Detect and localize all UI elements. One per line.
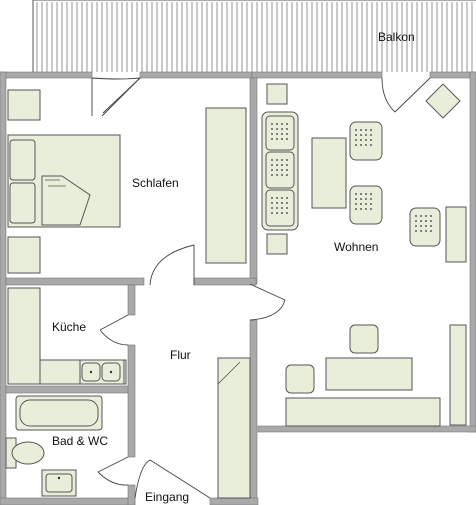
- nightstand-top: [7, 89, 41, 121]
- chair: [349, 324, 379, 354]
- doors: [91, 77, 431, 499]
- kitchen-furniture: [7, 287, 127, 385]
- desk-chair: [285, 364, 315, 394]
- armchair-1: [349, 121, 383, 161]
- label-schlafen: Schlafen: [132, 176, 179, 190]
- label-eingang: Eingang: [145, 490, 190, 504]
- desk: [325, 357, 413, 391]
- walls: [0, 71, 476, 505]
- bedroom-furniture: [7, 89, 247, 274]
- label-balkon: Balkon: [378, 30, 415, 44]
- toilet-bowl: [11, 441, 45, 465]
- label-kueche: Küche: [52, 320, 87, 334]
- bathroom-furniture: [5, 395, 103, 497]
- nightstand-bottom: [7, 236, 41, 274]
- wardrobe: [205, 107, 247, 264]
- label-bad-wc: Bad & WC: [52, 434, 109, 448]
- balcony-railing: [32, 0, 476, 72]
- armchair-3: [409, 207, 441, 247]
- hall-furniture: [217, 357, 251, 499]
- coffee-table: [311, 137, 347, 209]
- label-wohnen: Wohnen: [334, 240, 379, 254]
- label-flur: Flur: [170, 348, 191, 362]
- living-furniture: [261, 83, 467, 427]
- counter: [7, 287, 41, 385]
- plant-stand: [425, 83, 461, 119]
- tv-bench: [285, 397, 441, 427]
- shelf-right: [449, 324, 467, 426]
- hall-wardrobe: [217, 357, 251, 499]
- armchair-2: [349, 185, 383, 225]
- side-cabinet: [445, 206, 467, 263]
